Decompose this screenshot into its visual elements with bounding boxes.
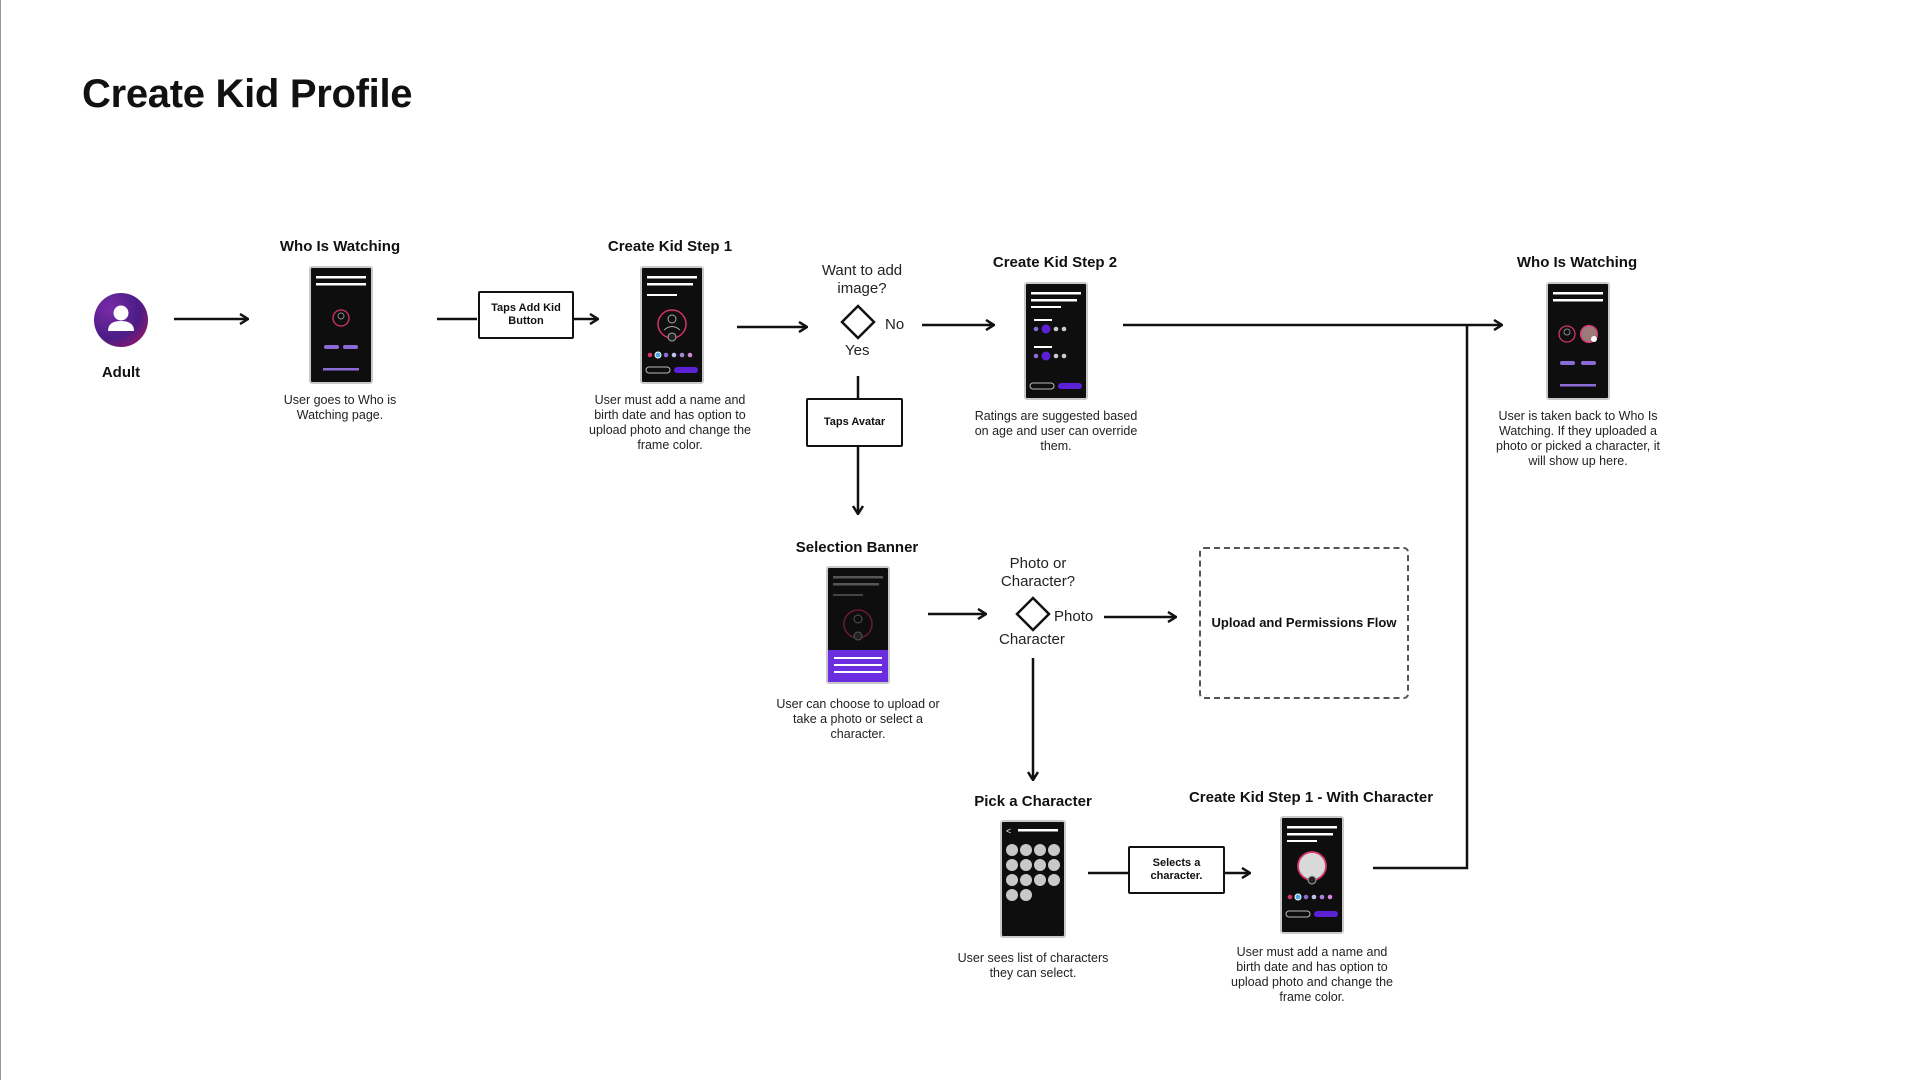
upload-permissions-flow-box: Upload and Permissions Flow xyxy=(1199,547,1409,699)
create-kid-step-1-title: Create Kid Step 1 xyxy=(607,238,733,255)
taps-avatar-action: Taps Avatar xyxy=(806,398,903,447)
create-kid-step-1-character-caption: User must add a name and birth date and … xyxy=(1231,945,1393,1004)
create-kid-step-1-caption: User must add a name and birth date and … xyxy=(589,393,751,452)
create-kid-step-1-character-title: Create Kid Step 1 - With Character xyxy=(1188,789,1434,806)
pick-a-character-screen: < xyxy=(1000,820,1066,938)
decision-diamonds xyxy=(840,304,1051,632)
selection-banner-title: Selection Banner xyxy=(795,539,919,556)
adult-label: Adult xyxy=(101,364,141,381)
who-is-watching-2-caption: User is taken back to Who Is Watching. I… xyxy=(1496,409,1660,468)
create-kid-step-1-character-screen xyxy=(1280,816,1344,934)
canvas-edge xyxy=(0,0,1,1080)
add-image-yes-label: Yes xyxy=(845,342,870,359)
create-kid-step-1-screen xyxy=(640,266,704,384)
taps-add-kid-button-action: Taps Add Kid Button xyxy=(478,291,574,339)
selection-banner-screen xyxy=(826,566,890,684)
svg-text:<: < xyxy=(1006,826,1011,836)
page-title: Create Kid Profile xyxy=(82,72,413,116)
photo-option-label: Photo xyxy=(1054,608,1094,625)
who-is-watching-2-screen xyxy=(1546,282,1610,400)
pick-a-character-title: Pick a Character xyxy=(974,793,1092,810)
pick-a-character-caption: User sees list of characters they can se… xyxy=(957,951,1109,980)
add-image-no-label: No xyxy=(885,316,905,333)
who-is-watching-1-screen xyxy=(309,266,373,384)
selection-banner-caption: User can choose to upload or take a phot… xyxy=(776,697,940,741)
create-kid-step-2-title: Create Kid Step 2 xyxy=(992,254,1118,271)
who-is-watching-2-title: Who Is Watching xyxy=(1516,254,1638,271)
add-image-question: Want to add image? xyxy=(821,262,903,297)
create-kid-step-2-screen xyxy=(1024,282,1088,400)
photo-or-character-question: Photo or Character? xyxy=(1000,555,1076,590)
create-kid-step-2-caption: Ratings are suggested based on age and u… xyxy=(974,409,1138,453)
character-option-label: Character xyxy=(999,631,1065,648)
who-is-watching-1-caption: User goes to Who is Watching page. xyxy=(283,393,397,422)
adult-avatar-icon xyxy=(94,293,148,347)
selects-character-action: Selects a character. xyxy=(1128,846,1225,894)
who-is-watching-1-title: Who Is Watching xyxy=(279,238,401,255)
